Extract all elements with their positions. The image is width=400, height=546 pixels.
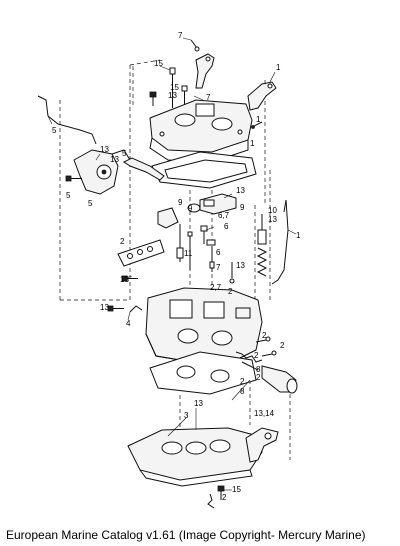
pump-plunger-part: [256, 214, 268, 277]
idle-screw-part: [207, 485, 225, 509]
callout-label: 2: [256, 373, 261, 382]
callout-label: 11: [184, 249, 193, 258]
callout-label: 8: [256, 365, 261, 374]
throttle-lever-part: [245, 427, 279, 463]
cover-screw-part: [251, 121, 263, 129]
callout-labels: 7 15 1 15 13 7 1 5 13 5 13 5 5 1 13 9 9 …: [52, 31, 301, 502]
callout-label: 4: [126, 319, 131, 328]
callout-label: 2: [120, 237, 125, 246]
callout-label: 1: [296, 231, 301, 240]
callout-label: 13: [194, 399, 203, 408]
callout-label: 13: [120, 275, 129, 284]
callout-label: 6: [224, 222, 229, 231]
callout-label: 13: [168, 91, 177, 100]
catalog-caption: European Marine Catalog v1.61 (Image Cop…: [6, 528, 366, 542]
callout-label: 2: [262, 331, 267, 340]
callout-label: 1: [250, 139, 255, 148]
top-long-screw-part: [169, 67, 176, 108]
callout-label: 3: [184, 411, 189, 420]
callout-label: 13: [110, 155, 119, 164]
choke-housing-part: [73, 149, 131, 195]
body-screw-part: [121, 275, 138, 282]
callout-label: 2,7: [210, 283, 222, 292]
float-bowl-body-part: [145, 287, 263, 363]
float-assembly-part: [199, 193, 237, 215]
callout-label: 5: [66, 191, 71, 200]
callout-label: 2: [254, 351, 259, 360]
air-horn-cover-part: [149, 99, 253, 163]
needle-seat-part: [200, 225, 216, 246]
callout-label: 1: [276, 63, 281, 72]
carburetor-exploded-diagram: 7 15 1 15 13 7 1 5 13 5 13 5 5 1 13 9 9 …: [37, 31, 301, 509]
throttle-body-base-part: [127, 427, 263, 487]
callout-label: 6: [216, 248, 221, 257]
vacuum-hose-part: [123, 157, 165, 181]
lower-left-screw-part: [65, 175, 82, 182]
callout-label: 15: [232, 485, 241, 494]
callout-label: 15: [154, 59, 163, 68]
left-fitting-part: [107, 305, 143, 313]
callout-label: 7: [216, 263, 221, 272]
callout-label: 6,7: [218, 211, 230, 220]
primary-jets-part: [187, 231, 215, 272]
callout-label: 5: [52, 126, 57, 135]
callout-label: 13: [100, 145, 109, 154]
callout-label: 15: [170, 83, 179, 92]
callout-label: 2: [240, 377, 245, 386]
choke-lever-part: [195, 53, 215, 89]
pump-lever-part: [247, 81, 277, 111]
callout-label: 9: [188, 204, 193, 213]
air-horn-gasket-part: [151, 151, 257, 189]
callout-label: 1: [256, 115, 261, 124]
callout-label: 7: [178, 31, 183, 40]
callout-label: 7: [206, 93, 211, 102]
callout-label: 9: [178, 198, 183, 207]
callout-label: 13: [236, 186, 245, 195]
throttle-gasket-part: [149, 351, 257, 395]
float-part: [157, 203, 201, 229]
callout-label: 5: [122, 149, 127, 158]
callout-label: 5: [88, 199, 93, 208]
callout-label: 10: [268, 206, 277, 215]
top-screw-part: [190, 39, 200, 52]
right-fittings-part: [255, 336, 277, 357]
callout-label: 2: [280, 341, 285, 350]
callout-label: 13: [268, 215, 277, 224]
fuel-inlet-part: [235, 351, 298, 394]
metering-rod-part: [176, 224, 184, 262]
callout-label: 2: [222, 493, 227, 502]
choke-rod-part: [37, 95, 97, 145]
callout-label: 13,14: [254, 409, 275, 418]
callout-leaders: [47, 37, 297, 491]
pump-rod-part: [271, 199, 289, 285]
baffle-plate-part: [117, 239, 165, 267]
callout-label: 13: [100, 303, 109, 312]
callout-label: 2: [228, 287, 233, 296]
callout-label: 13: [236, 261, 245, 270]
callout-label: 8: [240, 387, 245, 396]
callout-label: 9: [240, 203, 245, 212]
mid-screw-part: [229, 262, 235, 284]
small-screw-part: [149, 91, 157, 106]
